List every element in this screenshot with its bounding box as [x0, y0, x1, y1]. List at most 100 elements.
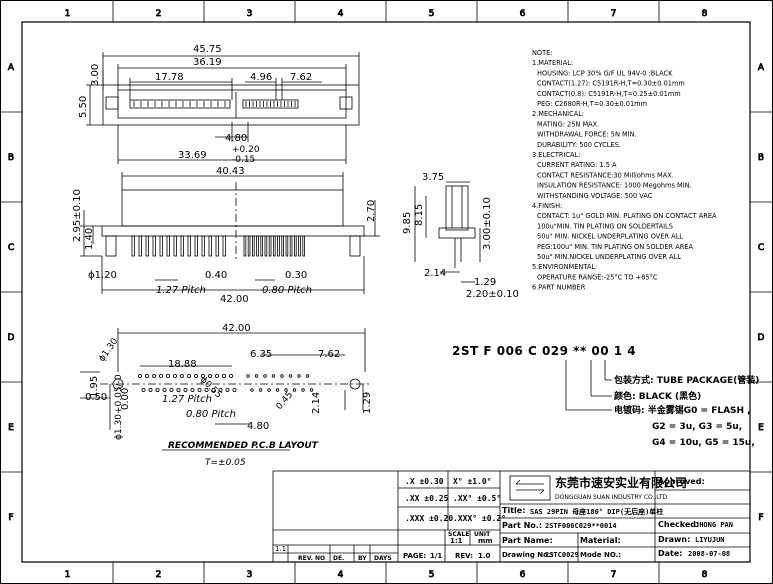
- pcb-layout-title: RECOMMENDED P.C.B LAYOUT: [168, 441, 319, 451]
- frame-col-label: 8: [702, 9, 708, 19]
- dim-top-width: 45.75: [193, 44, 222, 55]
- dim-top-tol-plus: +0.20: [232, 145, 260, 155]
- approved-label: Approved:: [658, 477, 705, 486]
- note-line: MATING: 25N MAX.: [537, 120, 599, 128]
- drawn-label: Drawn:: [658, 535, 690, 544]
- frame-col-label: 3: [247, 9, 253, 19]
- dim-side-pitch: 2.20±0.10: [466, 289, 519, 300]
- frame-col-label: 5: [429, 9, 435, 19]
- material-label: Material:: [580, 536, 621, 545]
- rev-header-days: DAYS: [374, 555, 392, 562]
- top-view: [86, 52, 360, 164]
- tol-6: .XXX° ±0.2°: [453, 514, 506, 523]
- frame-col-label: 3: [247, 570, 253, 580]
- revision-1: 1.1: [275, 545, 286, 553]
- dim-pcb-total: 42.00: [222, 323, 251, 334]
- frame-col-label: 7: [611, 570, 617, 580]
- frame-row-label: D: [758, 333, 765, 343]
- tol-1: .X ±0.30: [405, 477, 444, 486]
- note-line: INSULATION RESISTANCE: 1000 Megohms MIN.: [537, 182, 692, 190]
- frame-row-label: B: [8, 153, 14, 163]
- note-line: CONTACT: 1u" GOLD MIN. PLATING ON CONTAC…: [537, 212, 717, 220]
- dim-top-inner: 36.19: [193, 57, 222, 68]
- page-label: PAGE:: [403, 552, 426, 560]
- rev-header-de: DE.: [333, 555, 344, 562]
- side-view-dims: 3.75 9.85 8.15 3.00±0.10 2.14 1.29 2.20±…: [402, 172, 519, 300]
- rev-value: 1.0: [478, 552, 491, 560]
- dim-pcb-h1: 1.95: [89, 376, 100, 398]
- part-plating-2: G2 = 3u, G3 = 5u,: [652, 422, 742, 432]
- drawing-no-label: Drawing No.:: [502, 551, 554, 559]
- note-line: PEG: C2680R-H,T=0.30±0.01mm: [537, 100, 647, 108]
- title-label: Title:: [502, 506, 525, 515]
- dim-front-pitch1: 1.27 Pitch: [156, 285, 206, 296]
- note-line: 50u" MIN.NICKEL UNDERPLATING OVER ALL: [537, 253, 681, 261]
- frame-row-label: F: [8, 513, 13, 523]
- dim-top-depth: 3.00: [90, 64, 101, 86]
- note-line: 5.ENVIRONMENTAL:: [532, 263, 597, 271]
- tol-2: X° ±1.0°: [453, 477, 492, 486]
- company-name-en: DONGGUAN SUAN INDUSTRY CO.,LTD.: [555, 494, 669, 501]
- front-view-dims: 40.43 2.95±0.10 1.40 2.70 ϕ1.20 0.40 0.3…: [72, 166, 377, 305]
- title-block: [272, 470, 751, 563]
- title-block-text: .X ±0.30 X° ±1.0° .XX ±0.25 .XX° ±0.5° .…: [275, 475, 733, 562]
- dim-pcb-key2: 7.62: [318, 349, 340, 360]
- tol-3: .XX ±0.25: [405, 494, 449, 503]
- pcb-layout-view: [80, 328, 370, 451]
- dim-front-pitch2: 0.80 Pitch: [262, 285, 312, 296]
- top-view-dims: 45.75 36.19 17.78 4.96 7.62 3.00 5.50 4.…: [78, 44, 312, 165]
- dim-pcb-slot: 0.45: [275, 390, 296, 412]
- dim-front-pin1: 0.40: [205, 270, 227, 281]
- dim-front-total: 42.00: [220, 294, 249, 305]
- mode-no-label: Mode NO.:: [580, 551, 621, 559]
- pcb-layout-dims: 42.00 ϕ1.30 18.88 6.35 7.62 1.95 0.50 0.…: [85, 323, 373, 468]
- tol-5: .XXX ±0.20: [405, 514, 453, 523]
- dim-front-width: 40.43: [216, 166, 245, 177]
- note-line: 50u" MIN. NICKEL UNDERPLATING OVER ALL: [537, 233, 683, 241]
- frame-row-label: E: [758, 423, 764, 433]
- note-line: DURABILITY: 500 CYCLES.: [537, 141, 621, 149]
- company-name-cn: 东莞市速安实业有限公司: [555, 475, 687, 490]
- note-line: WITHDRAWAL FORCE: 5N MIN.: [537, 131, 637, 139]
- note-line: NOTE:: [532, 49, 553, 57]
- dim-top-key1: 17.78: [155, 72, 184, 83]
- dim-top-key3: 7.62: [290, 72, 312, 83]
- frame-col-label: 2: [156, 570, 162, 580]
- dim-side-tail: 3.00±0.10: [482, 197, 493, 250]
- frame-row-label: F: [758, 513, 763, 523]
- dim-front-pin2: 0.30: [285, 270, 307, 281]
- dim-pcb-foot: 2.14: [311, 392, 322, 414]
- frame-col-label: 4: [338, 570, 344, 580]
- dim-front-hole: ϕ1.20: [88, 270, 117, 281]
- dim-pcb-key1: 6.35: [250, 349, 272, 360]
- part-number-code: 2ST F 006 C 029 ** 00 1 4: [452, 344, 636, 358]
- note-line: CONTACT(0.8): C5191R-H,T=0.25±0.01mm: [537, 90, 681, 98]
- note-line: 3.ELECTRICAL:: [532, 151, 580, 159]
- dim-pcb-origin: 0.00: [120, 388, 131, 410]
- frame-col-label: 4: [338, 9, 344, 19]
- page-value: 1/1: [430, 552, 442, 560]
- note-line: CONTACT RESISTANCE:30 Milliohms MAX.: [537, 171, 674, 179]
- part-packaging: 包装方式: TUBE PACKAGE(管装): [613, 374, 759, 386]
- tol-4: .XX° ±0.5°: [453, 494, 501, 503]
- scale-value: 1:1: [450, 537, 463, 545]
- frame-col-label: 5: [429, 570, 435, 580]
- part-no-value: 2STF006C029**0014: [545, 522, 617, 530]
- drawing-no-value: 2STC0029: [545, 551, 579, 559]
- frame-col-label: 1: [65, 9, 71, 19]
- frame-col-label: 6: [520, 9, 526, 19]
- dim-pcb-pitch2: 0.80 Pitch: [186, 409, 236, 420]
- note-line: 4.FINISH:: [532, 202, 562, 210]
- note-line: PEG:100u" MIN. TIN PLATING ON SOLDER ARE…: [537, 243, 693, 251]
- dim-side-foot: 2.14: [424, 268, 446, 279]
- date-value: 2008-07-08: [688, 550, 730, 558]
- note-line: CONTACT(1.27): C5191R-H,T=0.30±0.01mm: [537, 80, 685, 88]
- note-line: 2.MECHANICAL:: [532, 110, 584, 118]
- drawn-value: LIYUJUN: [695, 536, 725, 544]
- dim-side-width: 3.75: [422, 172, 444, 183]
- dim-top-height: 5.50: [78, 96, 89, 118]
- dim-front-right: 2.70: [366, 200, 377, 222]
- frame-col-label: 2: [156, 9, 162, 19]
